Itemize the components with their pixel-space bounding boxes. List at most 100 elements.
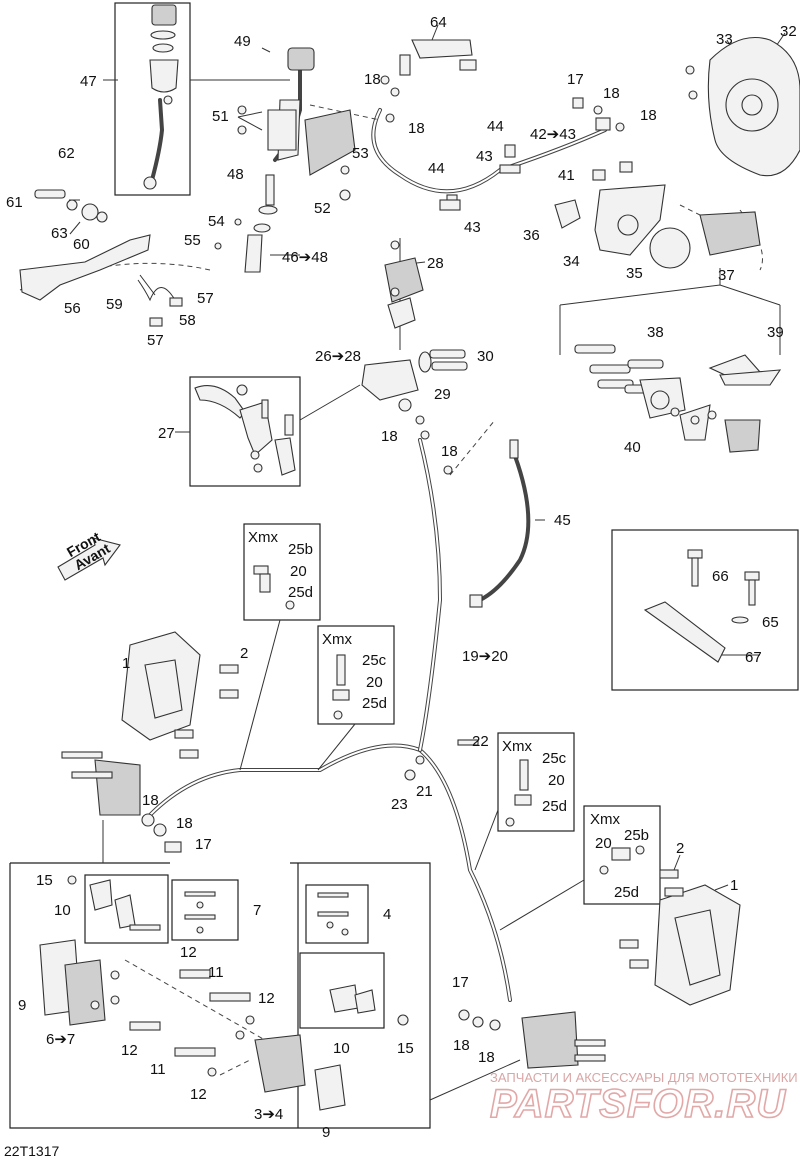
callout-46-48: 46➔48 — [282, 249, 328, 266]
callout-57: 57 — [197, 290, 214, 307]
callout-63: 63 — [51, 225, 68, 242]
callout-64: 64 — [430, 14, 447, 31]
pad-kit-front-frame — [84, 874, 169, 944]
callout-25c: 25c — [362, 652, 387, 669]
callout-25c: 25c — [542, 750, 567, 767]
callout-18: 18 — [381, 428, 398, 445]
reservoir-detail — [143, 4, 179, 190]
callout-57: 57 — [147, 332, 164, 349]
callout-2: 2 — [240, 645, 248, 662]
callout-25d: 25d — [542, 798, 567, 815]
callout-38: 38 — [647, 324, 664, 341]
callout-15: 15 — [36, 872, 53, 889]
leader-lines — [69, 24, 786, 1101]
rear-brake-disc — [685, 36, 800, 177]
callout-17: 17 — [452, 974, 469, 991]
brake-hoses — [148, 68, 607, 1002]
caliper-assembly-frame — [9, 862, 431, 1129]
callout-27: 27 — [158, 425, 175, 442]
callout-32: 32 — [780, 23, 797, 40]
callout-9: 9 — [18, 997, 26, 1014]
callout-62: 62 — [58, 145, 75, 162]
xmx-box-parts — [253, 439, 645, 875]
callout-7: 7 — [253, 902, 261, 919]
front-arrow — [57, 537, 121, 581]
callout-18: 18 — [176, 815, 193, 832]
callout-18: 18 — [441, 443, 458, 460]
callout-44: 44 — [487, 118, 504, 135]
callout-36: 36 — [523, 227, 540, 244]
callout-25d: 25d — [288, 584, 313, 601]
callout-1: 1 — [122, 655, 130, 672]
callout-20: 20 — [366, 674, 383, 691]
callout-22: 22 — [472, 733, 489, 750]
callout-25d: 25d — [362, 695, 387, 712]
xmx-box-3 — [497, 732, 575, 832]
callout-21: 21 — [416, 783, 433, 800]
callout-48: 48 — [227, 166, 244, 183]
xmx-label-1: Xmx — [248, 529, 279, 546]
callout-4: 4 — [383, 906, 391, 923]
callout-51: 51 — [212, 108, 229, 125]
mount-bracket-frame — [611, 529, 799, 691]
front-caliper-left — [61, 751, 182, 853]
parts — [19, 4, 800, 1111]
callout-53: 53 — [352, 145, 369, 162]
callout-61: 61 — [6, 194, 23, 211]
rear-hose-fittings — [439, 97, 633, 211]
callout-42-43: 42➔43 — [530, 126, 576, 143]
callout-40: 40 — [624, 439, 641, 456]
pad-kit-rear-frame — [299, 952, 385, 1029]
callout-10: 10 — [54, 902, 71, 919]
callout-52: 52 — [314, 200, 331, 217]
brake-lever — [194, 384, 296, 476]
callout-18: 18 — [478, 1049, 495, 1066]
front-master-cylinder — [361, 240, 468, 475]
xmx-label-4: Xmx — [590, 811, 621, 828]
callout-60: 60 — [73, 236, 90, 253]
callout-65: 65 — [762, 614, 779, 631]
callout-30: 30 — [477, 348, 494, 365]
callout-12: 12 — [121, 1042, 138, 1059]
xmx-box-1 — [243, 523, 321, 621]
callout-29: 29 — [434, 386, 451, 403]
xmx-box-4 — [583, 805, 661, 905]
mount-bracket — [643, 549, 760, 663]
callout-37: 37 — [718, 267, 735, 284]
callout-49: 49 — [234, 33, 251, 50]
diagram-id: 22T1317 — [4, 1143, 59, 1159]
callout-18: 18 — [603, 85, 620, 102]
callout-2: 2 — [676, 840, 684, 857]
front-disc-left — [121, 631, 239, 759]
watermark: ЗАПЧАСТИ И АКСЕССУАРЫ ДЛЯ МОТОТЕХНИКИ PA… — [489, 1070, 797, 1127]
callout-67: 67 — [745, 649, 762, 666]
callout-45: 45 — [554, 512, 571, 529]
pin-kit-4-frame — [305, 884, 369, 944]
reservoir-detail-hose — [150, 98, 165, 182]
callout-19-20: 19➔20 — [462, 648, 508, 665]
callout-18: 18 — [453, 1037, 470, 1054]
callout-26-28: 26➔28 — [315, 348, 361, 365]
callout-11: 11 — [150, 1061, 166, 1078]
callout-10: 10 — [333, 1040, 350, 1057]
callout-25b: 25b — [624, 827, 649, 844]
callout-34: 34 — [563, 253, 580, 270]
callout-58: 58 — [179, 312, 196, 329]
rear-caliper — [554, 184, 761, 269]
callout-12: 12 — [258, 990, 275, 1007]
sensor-wire-45 — [478, 446, 531, 602]
callout-43: 43 — [464, 219, 481, 236]
rear-master-cylinder — [214, 47, 356, 273]
reservoir-detail-frame — [114, 2, 191, 196]
kit-hardware — [184, 891, 349, 936]
callout-55: 55 — [184, 232, 201, 249]
callout-labels: 64 49 47 18 18 17 18 18 33 32 51 53 44 4… — [4, 14, 797, 1159]
watermark-logo: PARTSFOR.RU — [490, 1082, 786, 1126]
callout-18: 18 — [640, 107, 657, 124]
caliper-exploded-bottom — [39, 875, 409, 1111]
callout-20: 20 — [595, 835, 612, 852]
callout-1: 1 — [730, 877, 738, 894]
callout-12: 12 — [190, 1086, 207, 1103]
callout-39: 39 — [767, 324, 784, 341]
